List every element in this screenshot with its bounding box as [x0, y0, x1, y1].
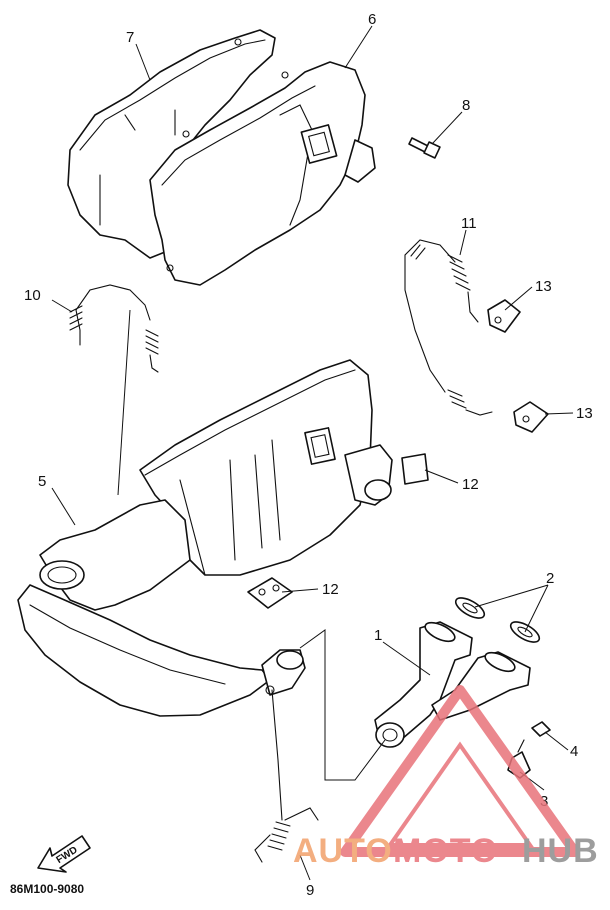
part-1-exhaust-pipe	[374, 621, 531, 748]
leader-lines	[51, 25, 574, 881]
callout-9: 9	[306, 882, 314, 899]
watermark-text-hub: HUB	[522, 832, 599, 870]
callout-13-lower: 13	[576, 405, 593, 422]
callout-7: 7	[126, 29, 134, 46]
part-11-spring	[404, 239, 493, 416]
part-10-spring	[69, 284, 159, 373]
callout-10: 10	[24, 287, 41, 304]
part-8-bolt	[408, 137, 441, 159]
watermark-text-moto: MOTO	[393, 832, 498, 870]
callout-2: 2	[546, 570, 554, 587]
callout-12-upper: 12	[462, 476, 479, 493]
watermark-logo: AUTO MOTO HUB	[293, 685, 599, 870]
callout-4: 4	[570, 743, 578, 760]
callout-12-lower: 12	[322, 581, 339, 598]
callout-13-upper: 13	[535, 278, 552, 295]
callout-8: 8	[462, 97, 470, 114]
part-6-heat-shield	[149, 61, 376, 286]
part-2-gasket-upper	[454, 597, 486, 619]
part-5-muffler	[17, 359, 393, 717]
part-13-damper-lower	[513, 401, 549, 433]
diagram-code: 86M100-9080	[10, 882, 84, 896]
part-13-damper-upper	[487, 299, 521, 333]
watermark-text-auto: AUTO	[293, 832, 393, 870]
callout-1: 1	[374, 627, 382, 644]
callout-labels: 7 6 8 11 10 13 13 5 12 12 2 1 4 3 9	[24, 11, 593, 899]
callout-11: 11	[461, 215, 477, 232]
fwd-arrow-icon: FWD	[37, 835, 91, 873]
part-12-damper-upper	[401, 453, 429, 485]
callout-5: 5	[38, 473, 46, 490]
callout-6: 6	[368, 11, 376, 28]
part-7-heat-shield	[67, 29, 276, 259]
part-9-spring	[254, 689, 319, 863]
part-12-damper-lower	[247, 577, 293, 609]
